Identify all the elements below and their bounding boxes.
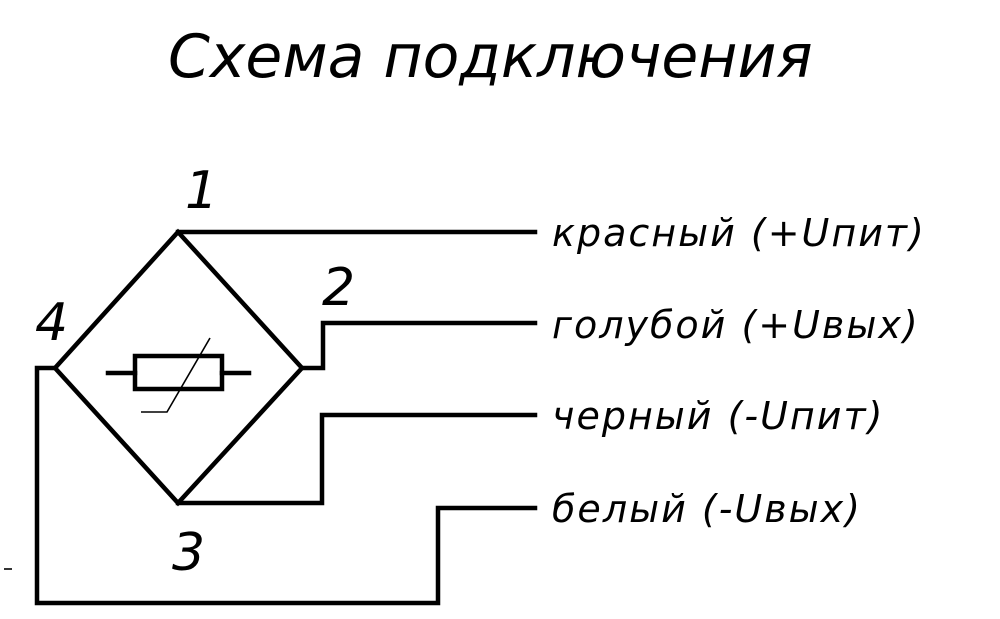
wire-blue	[299, 320, 538, 371]
bridge-diamond	[51, 228, 306, 507]
wire-label-blue: голубой (+Uвых)	[552, 303, 920, 347]
wire-white	[34, 365, 538, 606]
wire-label-red: красный (+Uпит)	[552, 211, 926, 255]
node-label-3: 3	[172, 523, 205, 583]
wire-black	[175, 412, 538, 506]
wire-label-black: черный (-Uпит)	[552, 394, 884, 438]
wire-label-white: белый (-Uвых)	[552, 487, 862, 531]
node-label-4: 4	[35, 293, 68, 353]
diagram-title: Схема подключения	[168, 22, 813, 92]
node-label-2: 2	[322, 258, 355, 318]
thermistor-symbol	[105, 337, 252, 413]
node-label-1: 1	[185, 161, 218, 221]
